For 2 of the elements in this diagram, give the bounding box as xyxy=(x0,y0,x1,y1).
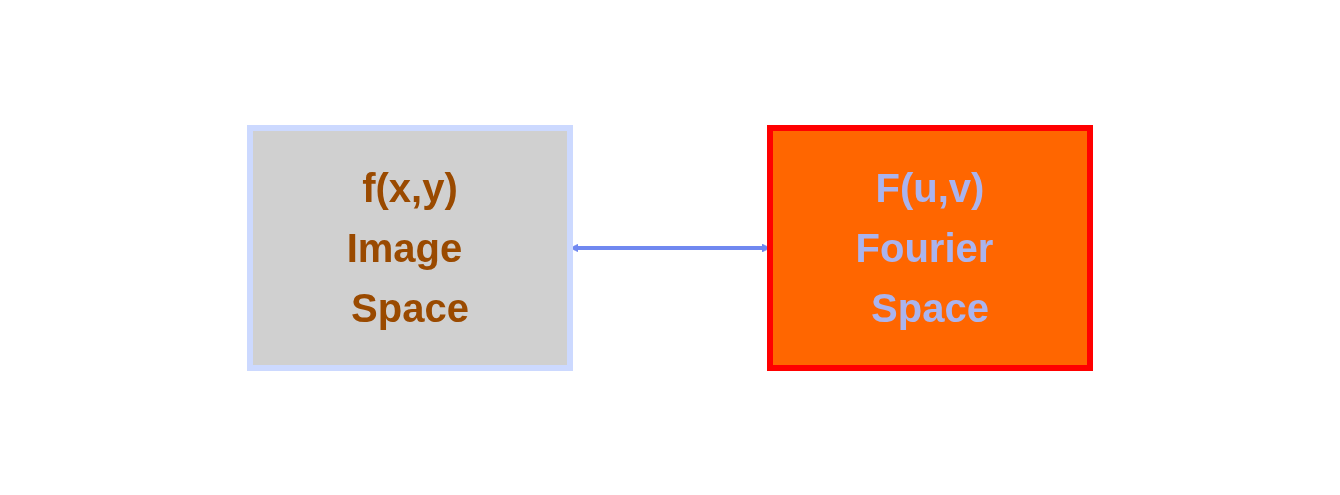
node-box: f(x,y) Image Space xyxy=(247,124,573,371)
node-box: F(u,v) Fourier Space xyxy=(767,124,1093,371)
